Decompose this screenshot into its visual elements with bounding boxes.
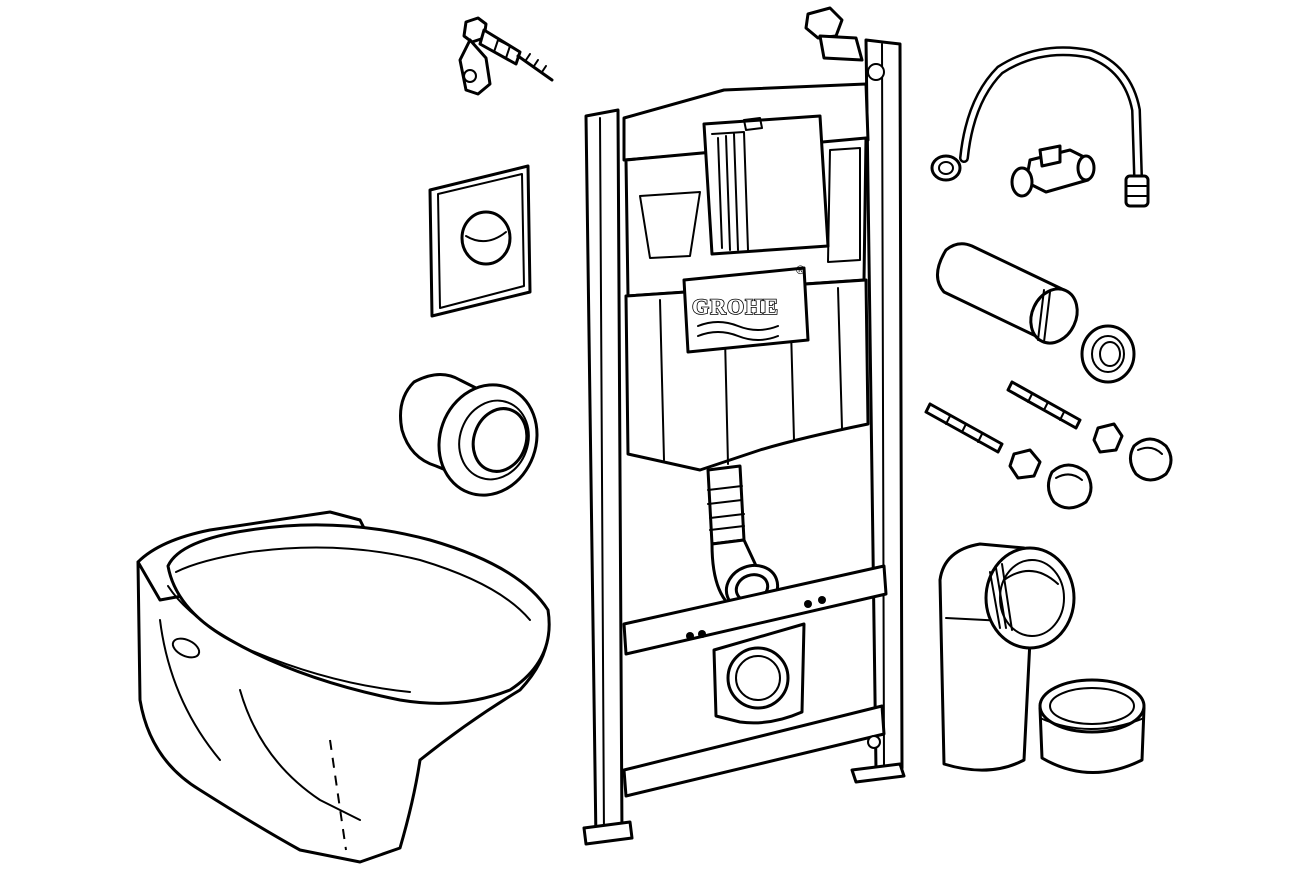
drain-elbow-icon [938, 542, 1076, 772]
water-supply-hose-icon [930, 46, 1150, 208]
mounting-frame-icon: GROHE ® [582, 6, 906, 846]
registered-mark: ® [796, 263, 805, 277]
sleeve-icon [1038, 678, 1146, 774]
drain-pipe-icon [936, 242, 1136, 384]
flush-bend-connector-icon [399, 373, 539, 497]
flush-plate-icon [428, 164, 532, 318]
brand-badge [682, 266, 810, 354]
fixing-bolts-icon [924, 380, 1173, 510]
wall-hung-toilet-icon [136, 510, 551, 864]
wall-bracket-icon [458, 16, 554, 96]
angle-valve-icon [1010, 144, 1096, 198]
brand-label: GROHE [692, 294, 779, 319]
